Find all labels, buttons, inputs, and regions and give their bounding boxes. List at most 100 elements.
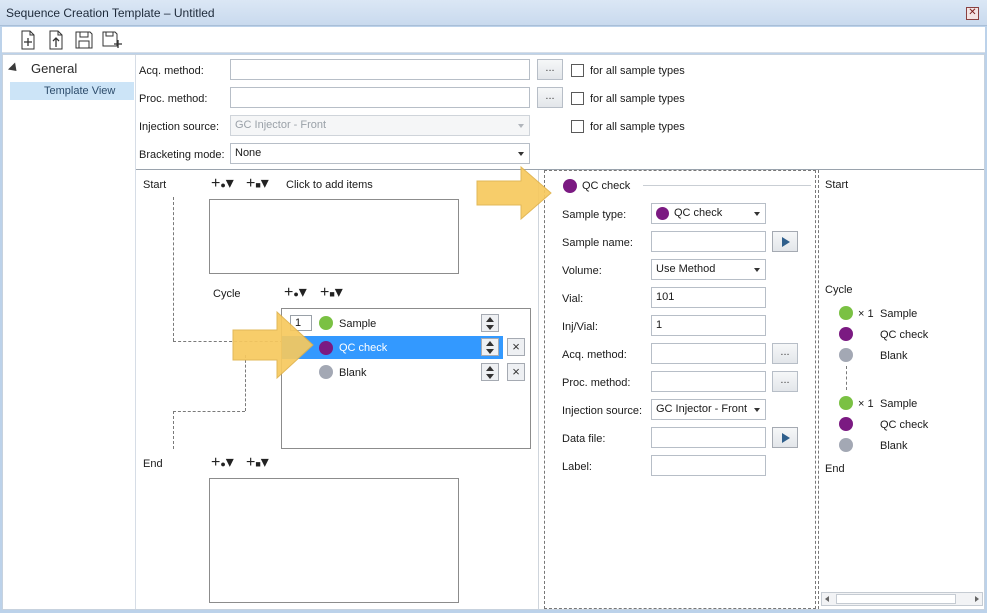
acq-method-browse-button[interactable]: ... [537, 59, 563, 80]
window-title: Sequence Creation Template – Untitled [6, 6, 215, 20]
data-file-insert-button[interactable] [772, 427, 798, 448]
click-to-add-label: Click to add items [286, 179, 373, 191]
save-as-button[interactable] [101, 29, 123, 51]
preview-item-label: Sample [880, 398, 918, 410]
new-button[interactable] [17, 29, 39, 51]
scroll-thumb[interactable] [836, 594, 956, 604]
proc-method-field[interactable] [230, 87, 530, 108]
sample-type-value: QC check [674, 207, 723, 219]
header-rule [643, 185, 811, 186]
add-sample-icon[interactable]: +●▾ [284, 284, 307, 301]
detail-acq-method-browse-button[interactable]: ... [772, 343, 798, 364]
arrow-down-icon[interactable] [486, 325, 494, 330]
label-field[interactable] [651, 455, 766, 476]
preview-multiplier: × 1 [858, 398, 874, 410]
arrow-down-icon[interactable] [486, 374, 494, 379]
add-sample-icon[interactable]: +●▾ [211, 175, 234, 192]
arrow-up-icon[interactable] [486, 341, 494, 346]
nav-group-general[interactable]: General [7, 61, 77, 79]
bracketing-mode-select[interactable]: None [230, 143, 530, 164]
end-items-box[interactable] [209, 478, 459, 603]
connector-line [173, 411, 245, 412]
close-icon: ✕ [968, 7, 977, 18]
sample-type-dot-icon [319, 365, 333, 379]
qc-check-dot-icon [839, 327, 853, 341]
chevron-down-icon [754, 268, 760, 272]
acq-method-for-all-label: for all sample types [590, 65, 685, 77]
acq-method-for-all-checkbox[interactable] [571, 64, 584, 77]
callout-arrow-icon [232, 310, 314, 380]
bracketing-mode-value: None [235, 147, 262, 159]
volume-select[interactable]: Use Method [651, 259, 766, 280]
cycle-item-label: Sample [339, 318, 377, 330]
add-group-icon[interactable]: +■▾ [320, 284, 343, 301]
remove-item-button[interactable]: × [507, 338, 525, 356]
chevron-down-icon [518, 124, 524, 128]
preview-item-label: Sample [880, 308, 918, 320]
cycle-label: Cycle [213, 288, 241, 300]
sample-type-select[interactable]: QC check [651, 203, 766, 224]
horizontal-scrollbar[interactable] [821, 592, 983, 606]
data-file-field[interactable] [651, 427, 766, 448]
proc-method-for-all-checkbox[interactable] [571, 92, 584, 105]
acq-method-field[interactable] [230, 59, 530, 80]
add-sample-icon[interactable]: +●▾ [211, 454, 234, 471]
cycle-item-label: QC check [339, 342, 388, 354]
add-group-icon[interactable]: +■▾ [246, 175, 269, 192]
sample-name-insert-button[interactable] [772, 231, 798, 252]
detail-proc-method-field[interactable] [651, 371, 766, 392]
save-as-icon [102, 31, 122, 48]
detail-injection-source-select[interactable]: GC Injector - Front [651, 399, 766, 420]
arrow-up-icon[interactable] [486, 366, 494, 371]
proc-method-for-all-label: for all sample types [590, 93, 685, 105]
cycle-item-label: Blank [339, 367, 367, 379]
collapse-triangle-icon[interactable] [7, 62, 21, 75]
volume-value: Use Method [656, 263, 716, 275]
add-group-icon[interactable]: +■▾ [246, 454, 269, 471]
label-label: Label: [562, 461, 592, 473]
nav-item-template-view[interactable]: Template View [10, 82, 134, 100]
cycle-items-box: 1 Sample QC check × Blank × [281, 308, 531, 449]
connector-line [173, 197, 174, 341]
volume-label: Volume: [562, 265, 602, 277]
cycle-item-row[interactable]: Sample [282, 312, 530, 334]
inj-vial-field[interactable]: 1 [651, 315, 766, 336]
detail-acq-method-field[interactable] [651, 343, 766, 364]
proc-method-label: Proc. method: [139, 93, 208, 105]
sequence-preview-panel: Start Cycle × 1 Sample QC check Blank × … [818, 170, 984, 609]
cycle-item-row[interactable]: Blank [282, 361, 503, 383]
acq-method-label: Acq. method: [139, 65, 204, 77]
injection-source-for-all-label: for all sample types [590, 121, 685, 133]
preview-item-label: QC check [880, 419, 929, 431]
sample-type-dot-icon [319, 316, 333, 330]
scroll-left-icon[interactable] [825, 596, 829, 602]
chevron-down-icon [754, 408, 760, 412]
injection-source-select[interactable]: GC Injector - Front [230, 115, 530, 136]
start-label: Start [143, 179, 167, 191]
open-button[interactable] [45, 29, 67, 51]
remove-item-button[interactable]: × [507, 363, 525, 381]
end-label: End [143, 458, 163, 470]
sample-type-dot-icon [656, 207, 669, 220]
detail-proc-method-label: Proc. method: [562, 377, 631, 389]
sample-dot-icon [839, 306, 853, 320]
arrow-down-icon[interactable] [486, 349, 494, 354]
reorder-stepper[interactable] [481, 363, 499, 381]
cycle-item-row-selected[interactable]: QC check [282, 336, 503, 359]
arrow-up-icon[interactable] [486, 317, 494, 322]
scroll-right-icon[interactable] [975, 596, 979, 602]
sample-name-field[interactable] [651, 231, 766, 252]
preview-end-label: End [825, 463, 845, 475]
close-button[interactable]: ✕ [966, 7, 979, 20]
cycle-count-input[interactable]: 1 [290, 315, 312, 331]
qc-check-dot-icon [839, 417, 853, 431]
proc-method-browse-button[interactable]: ... [537, 87, 563, 108]
save-button[interactable] [73, 29, 95, 51]
start-items-box[interactable] [209, 199, 459, 274]
reorder-stepper[interactable] [481, 338, 499, 356]
injection-source-for-all-checkbox[interactable] [571, 120, 584, 133]
reorder-stepper[interactable] [481, 314, 499, 332]
preview-connector-line [846, 366, 847, 390]
detail-proc-method-browse-button[interactable]: ... [772, 371, 798, 392]
vial-field[interactable]: 101 [651, 287, 766, 308]
